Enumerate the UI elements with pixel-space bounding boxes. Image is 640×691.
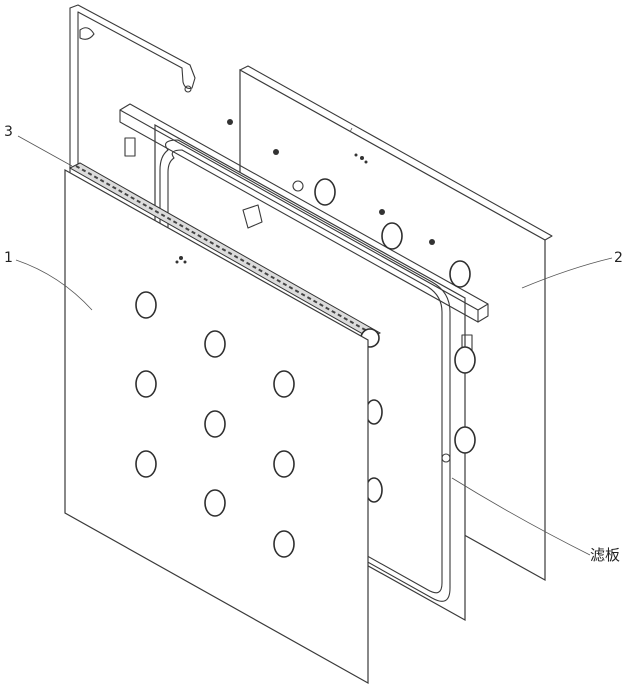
front-plate-hole: [204, 410, 226, 438]
front-plate: [64, 168, 369, 685]
front-plate-hole: [273, 450, 295, 478]
front-plate-hole: [135, 370, 157, 398]
gasket-strip: [68, 162, 382, 348]
front-plate-hole: [135, 450, 157, 478]
hanger: [124, 137, 136, 157]
label-filter-plate: 滤板: [590, 546, 620, 564]
label-part-2: 2: [614, 250, 623, 266]
front-plate-hole: [273, 370, 295, 398]
front-plate-hole: [273, 530, 295, 558]
front-plate-hole: [204, 489, 226, 517]
bolt-dot: [273, 149, 279, 155]
front-plate-hole: [135, 291, 157, 319]
label-part-3: 3: [4, 124, 13, 140]
front-plate-hole: [204, 330, 226, 358]
rear-frame: [69, 4, 233, 176]
bolt-dot: [429, 239, 435, 245]
callouts: 3 1 2 滤板: [4, 124, 623, 564]
front-plate-holes: [135, 291, 295, 558]
bolt-dot: [379, 209, 385, 215]
label-part-1: 1: [4, 250, 13, 266]
